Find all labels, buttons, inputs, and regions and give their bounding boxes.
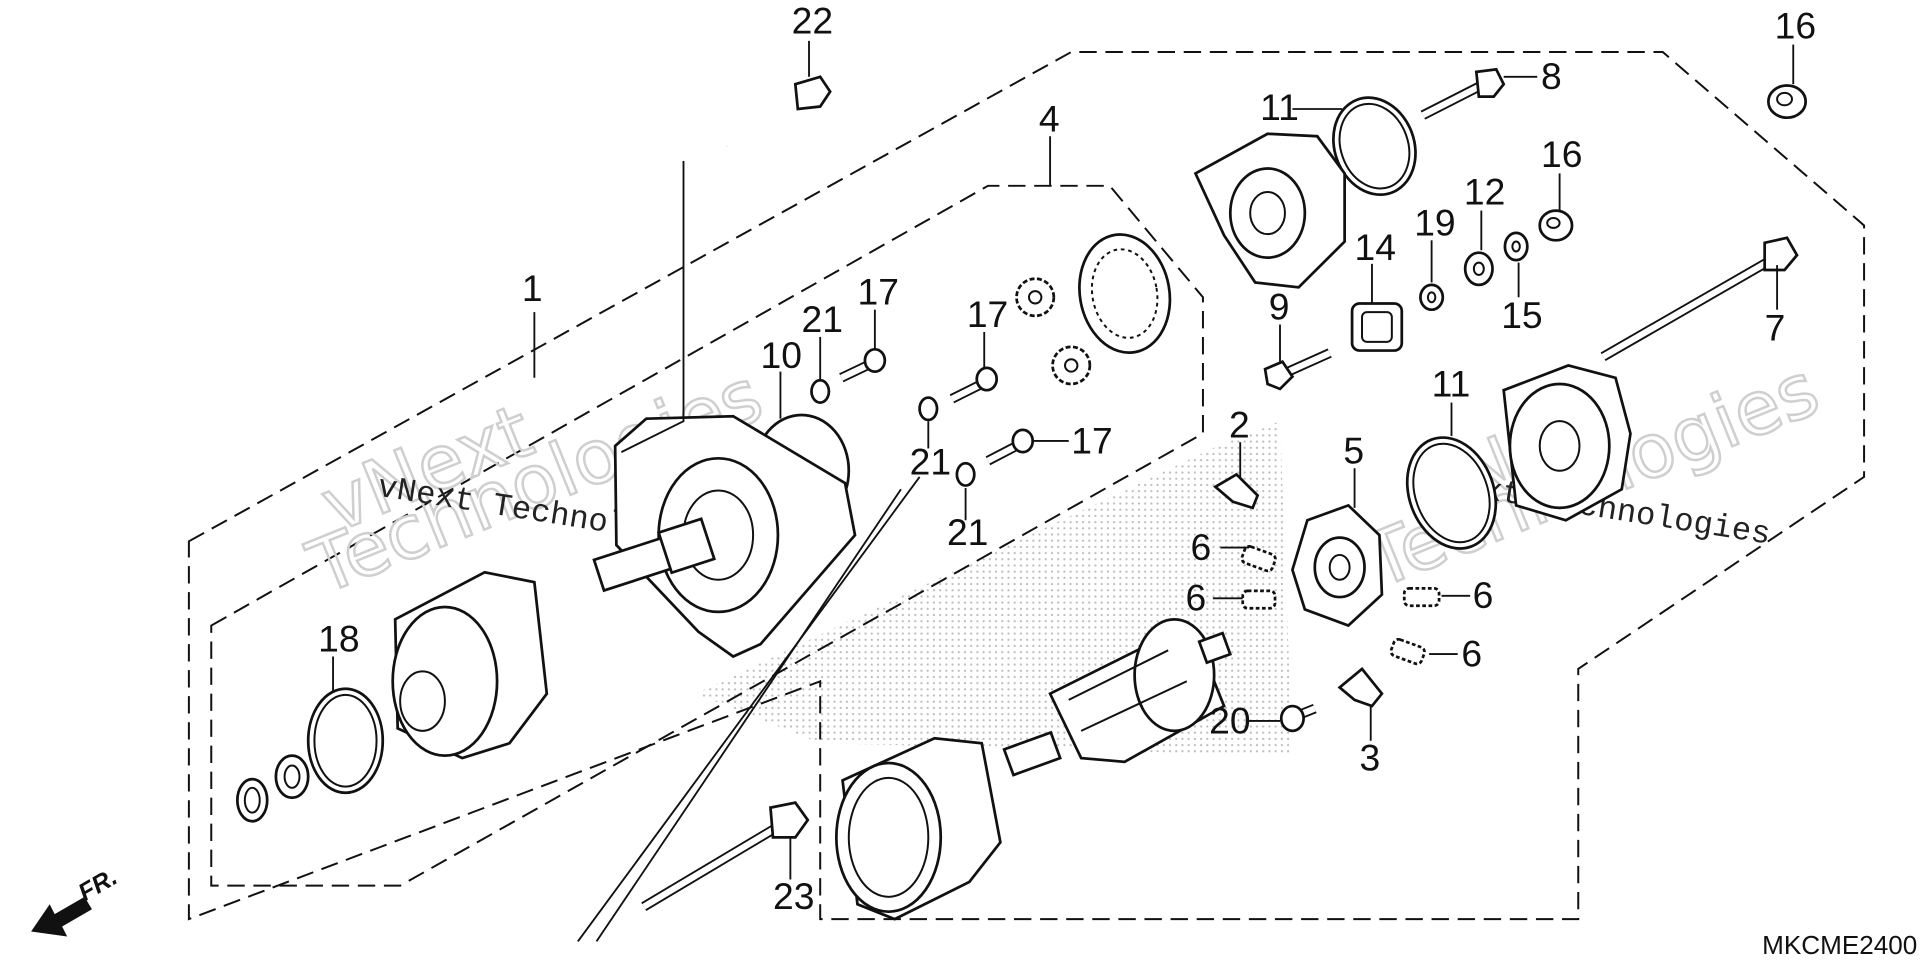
washer-21-c: [955, 461, 976, 487]
ring-gear: [1078, 233, 1172, 355]
brush-clip-3: [1337, 666, 1384, 708]
guide-line-b: [595, 488, 902, 942]
planet-gear-bottom: [1051, 345, 1092, 386]
callout-6-d: 6: [1461, 632, 1482, 674]
callout-17-c: 17: [1071, 419, 1112, 461]
callout-6-b: 6: [1186, 577, 1207, 619]
callout-11-bottom: 11: [1432, 362, 1471, 404]
callout-18: 18: [318, 618, 359, 660]
callout-23: 23: [773, 875, 814, 917]
callout-6-a: 6: [1191, 526, 1212, 568]
callout-7: 7: [1765, 307, 1786, 349]
front-arrow-icon: [31, 896, 92, 937]
screw-17-a: [839, 347, 887, 383]
spring-6-c: [1402, 587, 1441, 608]
washer-21-b: [918, 396, 939, 422]
rear-cover-top: [1193, 132, 1346, 289]
bolt-9: [1263, 348, 1332, 391]
callout-12: 12: [1464, 170, 1505, 212]
o-ring-18: [306, 687, 385, 795]
o-ring-11-bottom: [1405, 436, 1498, 550]
assembly-boundary-inner: [210, 184, 1204, 887]
callout-16-mid: 16: [1541, 133, 1582, 175]
callout-22: 22: [792, 0, 833, 41]
pinion-shaft: [592, 517, 716, 593]
diagram-code: MKCME2400: [1762, 930, 1917, 960]
nut-16-mid: [1538, 209, 1574, 242]
o-ring-18-inner: [313, 693, 378, 788]
o-ring-11-top: [1332, 96, 1417, 197]
screw-17-b: [949, 366, 999, 404]
callout-3: 3: [1360, 737, 1381, 779]
callout-10: 10: [761, 334, 802, 376]
callout-16-top: 16: [1775, 4, 1816, 46]
thrust-washer: [274, 754, 310, 800]
nut-16-top: [1767, 84, 1808, 120]
callout-19: 19: [1414, 201, 1455, 243]
callout-21-a: 21: [802, 298, 843, 340]
bolt-7: [1600, 236, 1799, 362]
callout-15: 15: [1501, 294, 1542, 336]
bolt-8: [1420, 67, 1506, 120]
callout-5: 5: [1343, 429, 1364, 471]
callout-2: 2: [1229, 403, 1250, 445]
spring-6-d: [1389, 637, 1426, 666]
motor-yoke: [834, 736, 1002, 921]
brush-clip-2: [1213, 472, 1260, 510]
spring-6-b: [1241, 589, 1277, 610]
snap-ring: [235, 777, 269, 823]
assembly-boundary-outer: [187, 51, 1866, 921]
planet-gear-top: [1015, 277, 1056, 318]
clutch-housing: [391, 570, 549, 760]
callout-20: 20: [1209, 699, 1250, 741]
o-ring-11-top-inner: [1338, 102, 1411, 190]
callout-1: 1: [522, 267, 543, 309]
screw-17-c: [985, 428, 1035, 466]
brush-holder-5: [1290, 503, 1384, 628]
callout-6-c: 6: [1473, 574, 1494, 616]
bolt-23: [641, 801, 810, 911]
front-bracket: [613, 414, 857, 659]
callout-8: 8: [1541, 55, 1562, 97]
spring-6-a: [1240, 545, 1277, 573]
screw-20: [1279, 703, 1317, 733]
callout-numbers: 22 1 4 16 8 11 16 12 19 14 15 7 9 11 5 2…: [318, 0, 1816, 917]
washer-15: [1503, 231, 1529, 262]
callout-17-a: 17: [857, 271, 898, 313]
callout-11-top: 11: [1260, 86, 1299, 128]
leader-bolt-22: [620, 161, 685, 453]
washer-21-a: [810, 378, 831, 404]
callout-21-c: 21: [947, 511, 988, 553]
rear-cover-bottom: [1502, 363, 1632, 522]
bushing-12: [1463, 251, 1494, 287]
leader-lines: [332, 40, 1795, 880]
callout-4: 4: [1039, 97, 1060, 139]
callout-14: 14: [1355, 226, 1396, 268]
guide-line-a: [577, 476, 921, 942]
callout-9: 9: [1269, 286, 1290, 328]
bushing-14: [1350, 302, 1404, 352]
callout-21-b: 21: [910, 440, 951, 482]
washer-19: [1419, 283, 1445, 312]
armature: [1002, 617, 1232, 777]
o-ring-11-bottom-inner: [1412, 442, 1491, 544]
callout-17-b: 17: [967, 293, 1008, 335]
bolt-22: [725, 75, 832, 149]
front-direction-indicator: FR.: [31, 864, 122, 937]
